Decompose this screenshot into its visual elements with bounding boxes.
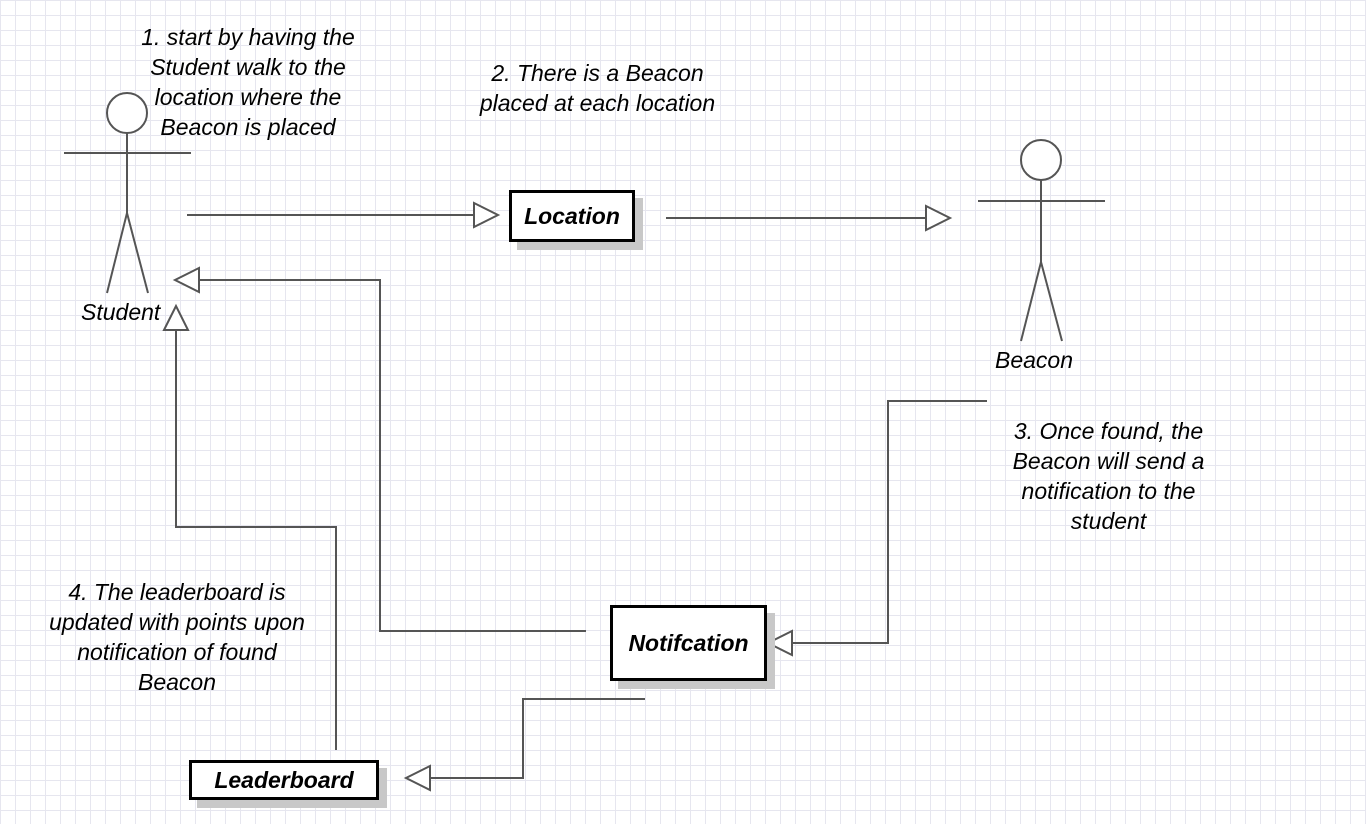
arrowhead-icon [172, 266, 200, 294]
note-step-3: 3. Once found, the Beacon will send a no… [1012, 418, 1205, 534]
note-step-2: 2. There is a Beacon placed at each loca… [479, 60, 716, 116]
beacon-actor-head [1020, 139, 1062, 181]
connector-student-to-location[interactable] [187, 201, 501, 229]
student-label: Student [81, 299, 161, 325]
beacon-actor[interactable] [978, 139, 1105, 342]
student-actor[interactable] [64, 92, 191, 294]
leaderboard-box[interactable]: Leaderboard [189, 760, 379, 800]
connector-beacon-to-notification[interactable] [765, 400, 987, 657]
beacon-label: Beacon [995, 347, 1074, 373]
arrowhead-icon [765, 629, 793, 657]
note-step-4: 4. The leaderboard is updated with point… [49, 579, 305, 695]
arrowhead-icon [162, 303, 190, 331]
connector-notification-to-student[interactable] [172, 266, 586, 632]
location-box[interactable]: Location [509, 190, 635, 242]
connector-notification-to-leaderboard[interactable] [403, 698, 645, 792]
connector-location-to-beacon[interactable] [666, 204, 953, 232]
arrowhead-icon [403, 764, 431, 792]
arrowhead-icon [925, 204, 953, 232]
arrowhead-icon [473, 201, 501, 229]
notification-box[interactable]: Notifcation [610, 605, 767, 681]
note-step-1: 1. start by having the Student walk to t… [141, 24, 355, 140]
connector-leaderboard-to-student[interactable] [162, 303, 337, 750]
